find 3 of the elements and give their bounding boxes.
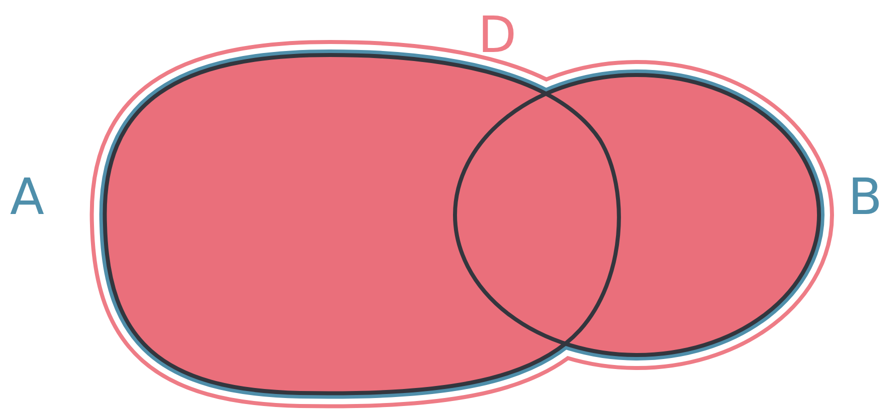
region-label: B xyxy=(848,172,882,222)
region-label: A xyxy=(10,172,44,222)
region-label: D xyxy=(478,10,517,60)
